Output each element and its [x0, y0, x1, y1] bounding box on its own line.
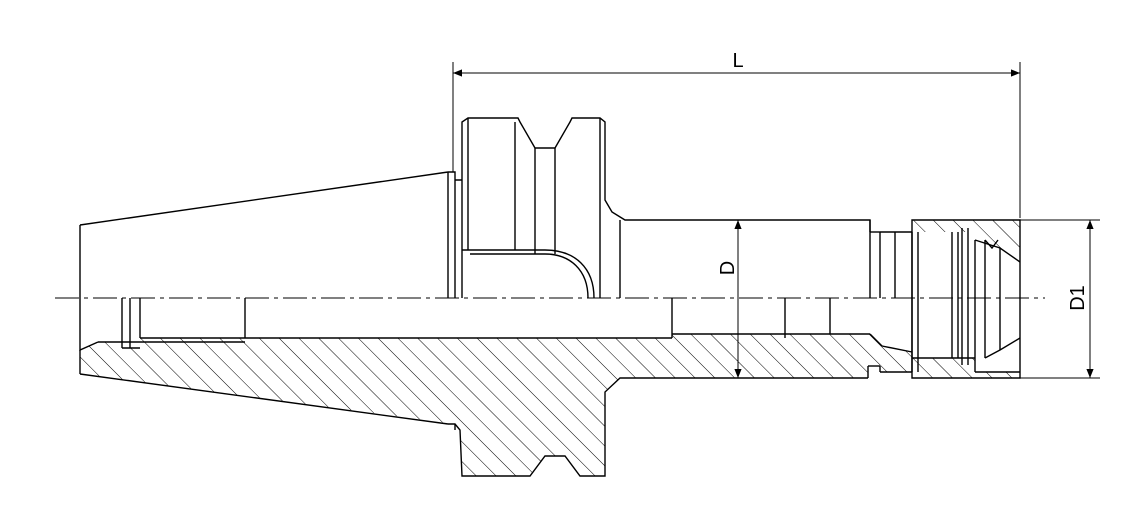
dim-d1-label: D1	[1067, 285, 1089, 311]
taper-outline	[79, 225, 99, 352]
section-hatch-fill	[80, 334, 1020, 476]
nut-hatch-top	[912, 220, 1020, 262]
flange-lower-outline	[448, 377, 868, 477]
dim-l-label: L	[732, 50, 743, 72]
taper-top-edge	[79, 171, 449, 226]
dim-d-label: D	[717, 261, 739, 275]
flange-upper-outline	[447, 117, 871, 298]
taper-bottom-edge	[79, 373, 449, 425]
